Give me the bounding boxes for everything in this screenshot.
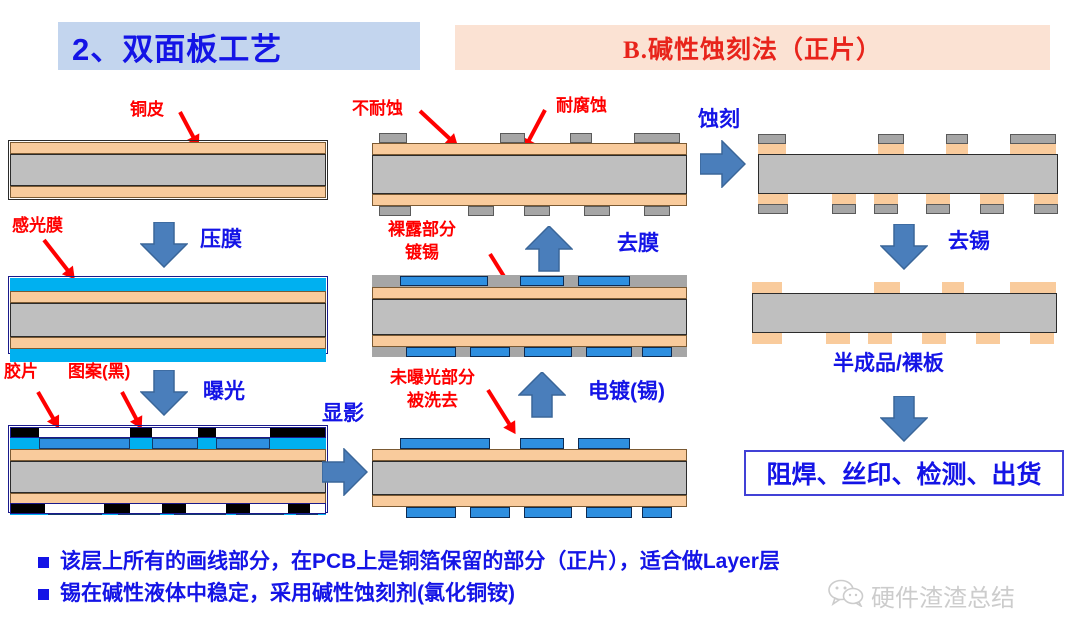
label-not-etch-resistant: 不耐蚀 [352,99,403,118]
label-photoresist: 感光膜 [12,216,63,235]
bullet-list: 该层上所有的画线部分，在PCB上是铜箔保留的部分（正片），适合做Layer层 锡… [38,548,938,613]
label-etch-resistant: 耐腐蚀 [556,96,607,115]
label-half-product: 半成品/裸板 [833,352,944,375]
diagram-panel-etched [758,134,1058,216]
arrow-strip-tin [880,224,928,270]
label-bare-plating-line1: 裸露部分 [388,220,456,239]
diagram-panel-tin-pattern [372,133,687,216]
label-electroplate-tin: 电镀(锡) [588,380,665,403]
label-unexposed-line2: 被洗去 [407,391,458,410]
bullet-marker-icon [38,589,49,601]
bullet-item: 锡在碱性液体中稳定，采用碱性蚀刻剂(氯化铜铵) [38,580,938,607]
label-unexposed-line1: 未曝光部分 [390,368,475,387]
arrow-electroplate [518,372,566,418]
diagram-panel-laminated [8,276,328,362]
label-pattern-black: 图案(黑) [68,362,131,381]
section-title-right: B.碱性蚀刻法（正片） [455,25,1050,70]
bullet-item: 该层上所有的画线部分，在PCB上是铜箔保留的部分（正片），适合做Layer层 [38,548,938,575]
label-copper-foil: 铜皮 [130,100,164,119]
arrow-strip-film [525,226,573,272]
label-film: 胶片 [4,362,38,381]
label-strip-film: 去膜 [617,232,659,255]
diagram-panel-copper-clad [8,140,328,200]
diagram-panel-bare-board [752,282,1057,344]
bullet-text: 锡在碱性液体中稳定，采用碱性蚀刻剂(氯化铜铵) [60,582,515,606]
watermark-text: 硬件渣渣总结 [871,584,1015,612]
diagram-panel-exposure [8,425,328,515]
label-bare-plating-line2: 镀锡 [405,243,439,262]
bullet-marker-icon [38,557,49,568]
label-etching: 蚀刻 [698,108,740,131]
wechat-icon [828,579,864,612]
final-step-box: 阻焊、丝印、检测、出货 [744,450,1064,496]
watermark: 硬件渣渣总结 [828,578,1015,613]
arrow-expose [140,370,188,416]
label-laminate: 压膜 [200,228,242,251]
diagram-panel-plated-tin [372,275,687,357]
bullet-text: 该层上所有的画线部分，在PCB上是铜箔保留的部分（正片），适合做Layer层 [60,550,780,573]
arrow-develop [322,448,368,496]
section-title-left: 2、双面板工艺 [58,22,420,70]
label-strip-tin: 去锡 [948,230,990,253]
diagram-panel-developed [372,438,687,518]
label-expose: 曝光 [203,380,245,403]
arrow-etching [700,140,746,188]
arrow-laminate [140,222,188,268]
arrow-to-final [880,396,928,442]
label-develop: 显影 [322,402,364,425]
diagram-panel-exposure-bottom-film [8,503,328,517]
